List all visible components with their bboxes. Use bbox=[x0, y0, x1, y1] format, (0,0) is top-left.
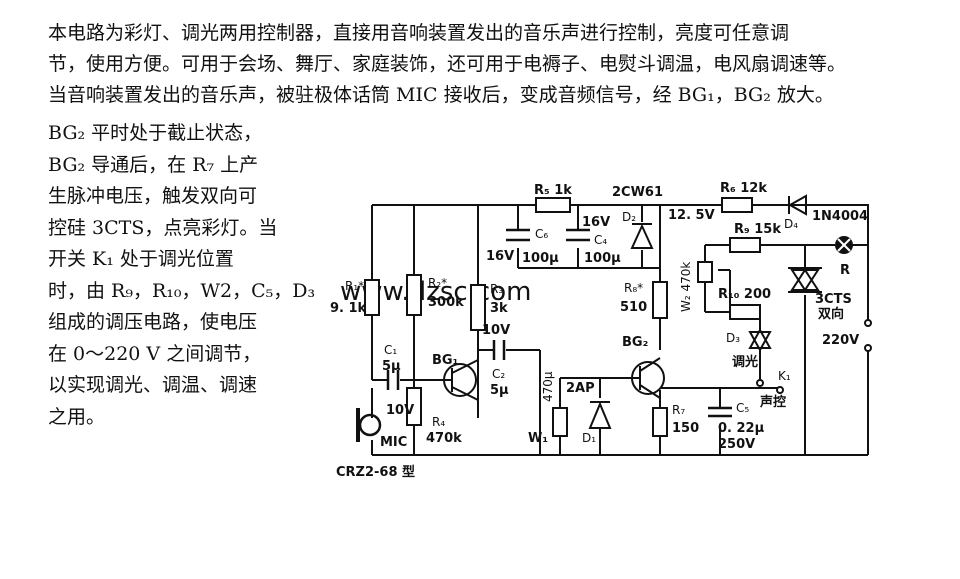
resistor-r4 bbox=[406, 387, 422, 426]
intro-line-2: 节，使用方便。可用于会场、舞厅、家庭装饰，还可用于电褥子、电熨斗调温，电风扇调速… bbox=[48, 53, 847, 75]
svg-text:C₁: C₁ bbox=[384, 343, 397, 357]
svg-text:R₂*: R₂* bbox=[428, 276, 447, 290]
side-line: 生脉冲电压，触发双向可 bbox=[48, 185, 258, 207]
side-line: 时，由 R₉，R₁₀，W2，C₅，D₃ bbox=[48, 279, 316, 302]
svg-text:C₂: C₂ bbox=[492, 367, 505, 381]
switch-k1-contact bbox=[756, 379, 764, 387]
resistor-r5 bbox=[535, 197, 571, 213]
svg-text:D₄: D₄ bbox=[784, 217, 798, 231]
svg-text:10V: 10V bbox=[386, 403, 414, 418]
potentiometer-w1 bbox=[552, 407, 568, 437]
svg-text:D₃: D₃ bbox=[726, 331, 740, 345]
side-line: 之用。 bbox=[48, 405, 106, 428]
side-line: 在 0～220 V 之间调节， bbox=[48, 342, 262, 365]
svg-text:470k: 470k bbox=[426, 431, 462, 446]
svg-text:0. 22μ: 0. 22μ bbox=[718, 421, 765, 436]
side-text: BG₂ 平时处于截止状态， BG₂ 导通后，在 R₇ 上产 生脉冲电压，触发双向… bbox=[48, 118, 315, 433]
svg-text:R₁₀ 200: R₁₀ 200 bbox=[718, 287, 771, 302]
svg-text:3k: 3k bbox=[490, 301, 508, 316]
svg-text:双向: 双向 bbox=[818, 306, 844, 322]
components bbox=[364, 197, 761, 437]
microphone-icon bbox=[356, 408, 382, 442]
svg-text:510: 510 bbox=[620, 300, 647, 315]
resistor-r3 bbox=[470, 284, 486, 331]
resistor-r10 bbox=[729, 304, 761, 320]
intro-line-1: 本电路为彩灯、调光两用控制器，直接用音响装置发出的音乐声进行控制，亮度可任意调 bbox=[48, 22, 790, 44]
side-line: BG₂ 导通后，在 R₇ 上产 bbox=[48, 153, 259, 176]
svg-text:10V: 10V bbox=[482, 323, 510, 338]
svg-text:5μ: 5μ bbox=[382, 359, 401, 374]
side-line: 开关 K₁ 处于调光位置 bbox=[48, 248, 234, 270]
svg-text:100μ: 100μ bbox=[522, 251, 559, 266]
capacitors bbox=[386, 228, 732, 418]
side-line: 控硅 3CTS，点亮彩灯。当 bbox=[48, 216, 278, 239]
svg-text:R₆ 12k: R₆ 12k bbox=[720, 181, 767, 196]
svg-text:R: R bbox=[840, 263, 850, 278]
side-line: 组成的调压电路，使电压 bbox=[48, 311, 258, 333]
resistor-r6 bbox=[721, 197, 753, 213]
svg-text:1N4004: 1N4004 bbox=[812, 209, 868, 224]
svg-text:100μ: 100μ bbox=[584, 251, 621, 266]
potentiometer-w2 bbox=[697, 261, 713, 283]
intro-paragraph: 本电路为彩灯、调光两用控制器，直接用音响装置发出的音乐声进行控制，亮度可任意调 … bbox=[48, 18, 846, 80]
side-line: 以实现调光、调温、调速 bbox=[48, 374, 258, 396]
signal-paragraph: 当音响装置发出的音乐声，被驻极体话筒 MIC 接收后，变成音频信号，经 BG₁，… bbox=[48, 84, 834, 106]
svg-text:声控: 声控 bbox=[759, 394, 786, 410]
svg-text:R₉ 15k: R₉ 15k bbox=[734, 222, 781, 237]
zener-d2-icon bbox=[630, 223, 654, 249]
wires bbox=[371, 204, 869, 456]
svg-text:2CW61: 2CW61 bbox=[612, 185, 663, 200]
svg-text:16V: 16V bbox=[486, 249, 514, 264]
resistor-r9 bbox=[729, 237, 761, 253]
svg-text:BG₂: BG₂ bbox=[622, 335, 648, 350]
diode-d1-icon bbox=[588, 401, 612, 429]
svg-text:2AP: 2AP bbox=[566, 381, 595, 396]
svg-text:R₅ 1k: R₅ 1k bbox=[534, 183, 572, 198]
svg-text:3CTS: 3CTS bbox=[815, 292, 852, 307]
semiconductors bbox=[442, 194, 822, 429]
svg-text:R₄: R₄ bbox=[432, 415, 445, 429]
svg-text:9. 1k: 9. 1k bbox=[330, 301, 367, 316]
ac-terminal bbox=[864, 344, 872, 352]
terminals bbox=[756, 319, 872, 394]
svg-text:R₁*: R₁* bbox=[345, 279, 364, 293]
svg-text:W₁: W₁ bbox=[528, 431, 548, 446]
resistor-r7 bbox=[652, 407, 668, 437]
svg-text:250V: 250V bbox=[718, 437, 755, 452]
resistor-r2 bbox=[406, 274, 422, 316]
labels: R₁* 9. 1k R₂* 300k R₃ 3k R₅ 1k 2CW61 D₂ … bbox=[330, 181, 868, 480]
resistor-r8 bbox=[652, 281, 668, 319]
lamp-icon bbox=[835, 236, 853, 254]
triac-3cts-icon bbox=[790, 268, 820, 291]
ac-terminal bbox=[864, 319, 872, 327]
svg-text:K₁: K₁ bbox=[778, 369, 791, 383]
svg-text:5μ: 5μ bbox=[490, 383, 509, 398]
svg-text:220V: 220V bbox=[822, 333, 859, 348]
svg-text:W₂ 470k: W₂ 470k bbox=[679, 262, 693, 312]
svg-text:CRZ2-68 型: CRZ2-68 型 bbox=[336, 464, 415, 480]
svg-text:300k: 300k bbox=[428, 295, 464, 310]
svg-text:C₆: C₆ bbox=[535, 227, 548, 241]
switch-k1-contact bbox=[776, 386, 784, 394]
svg-text:150: 150 bbox=[672, 421, 699, 436]
svg-text:16V: 16V bbox=[582, 215, 610, 230]
svg-text:MIC: MIC bbox=[380, 435, 407, 450]
svg-text:R₈*: R₈* bbox=[624, 281, 643, 295]
svg-text:R₃: R₃ bbox=[490, 282, 503, 296]
svg-text:C₅: C₅ bbox=[736, 401, 749, 415]
svg-text:D₁: D₁ bbox=[582, 431, 596, 445]
resistor-r1 bbox=[364, 279, 380, 316]
svg-text:R₇: R₇ bbox=[672, 403, 685, 417]
svg-text:C₄: C₄ bbox=[594, 233, 607, 247]
svg-text:调光: 调光 bbox=[732, 354, 758, 370]
diode-d4-icon bbox=[787, 194, 807, 216]
side-line: BG₂ 平时处于截止状态， bbox=[48, 122, 263, 144]
svg-text:BG₁: BG₁ bbox=[432, 353, 458, 368]
svg-text:D₂: D₂ bbox=[622, 210, 636, 224]
svg-text:12. 5V: 12. 5V bbox=[668, 208, 715, 223]
svg-text:470μ: 470μ bbox=[541, 371, 555, 402]
